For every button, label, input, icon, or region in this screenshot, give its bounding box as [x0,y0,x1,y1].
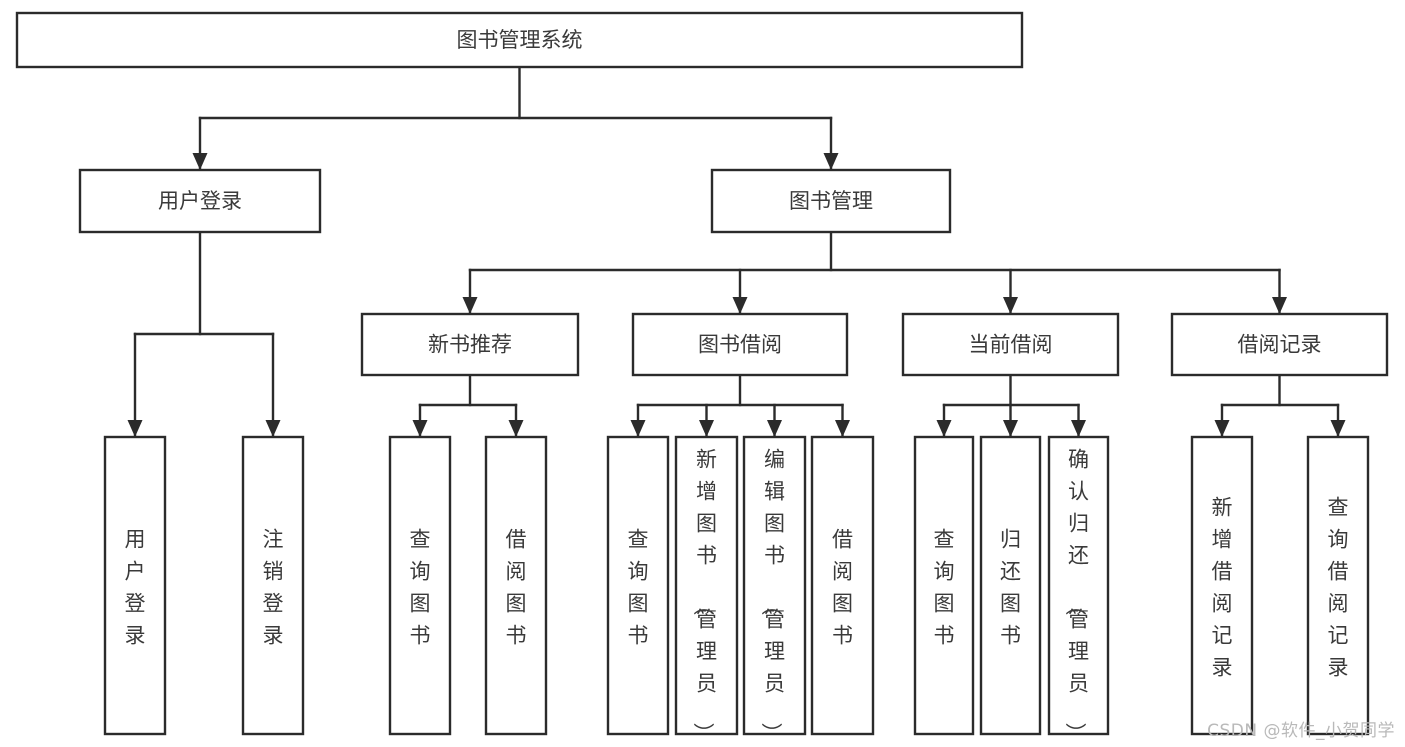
node-label: 借阅图书 [832,527,853,647]
node-box [78,168,322,234]
node-box [1190,435,1254,736]
node-box [810,435,875,736]
node-box [631,312,849,377]
node-label: 当前借阅 [969,333,1053,357]
node-leaf-cu-confirm[interactable]: 确认归还（管理员） [1047,435,1110,743]
node-label: 新增借阅记录 [1212,495,1233,679]
node-box [360,312,580,377]
node-l3-current[interactable]: 当前借阅 [901,312,1120,377]
node-label: 新书推荐 [428,333,512,357]
node-l3-new-book[interactable]: 新书推荐 [360,312,580,377]
node-box [1170,312,1389,377]
node-leaf-cu-return[interactable]: 归还图书 [979,435,1042,736]
edge-group-l3_borrow [630,373,850,438]
nodes-layer: 图书管理系统用户登录图书管理新书推荐图书借阅当前借阅借阅记录用户登录注销登录查询… [15,11,1389,743]
edge-group-root [192,65,839,171]
node-label: 用户登录 [125,527,146,647]
node-box [484,435,548,736]
node-box [388,435,452,736]
node-leaf-bo-query[interactable]: 查询图书 [606,435,670,736]
node-label: 查询图书 [410,527,431,647]
node-label: 图书借阅 [698,333,782,357]
node-l2-book-mgmt[interactable]: 图书管理 [710,168,952,234]
node-leaf-nb-borrow[interactable]: 借阅图书 [484,435,548,736]
node-label: 查询图书 [934,527,955,647]
node-box [710,168,952,234]
node-box [742,435,807,736]
node-box [241,435,305,736]
node-leaf-bo-add[interactable]: 新增图书（管理员） [674,435,739,743]
edges-layer [127,65,1346,438]
node-label: 确认归还（管理员） [1063,447,1089,743]
node-leaf-nb-query[interactable]: 查询图书 [388,435,452,736]
edge-group-l3_record [1214,373,1346,438]
node-leaf-re-add[interactable]: 新增借阅记录 [1190,435,1254,736]
edge-group-l2_book_mgmt [462,230,1287,315]
node-label: 新增图书（管理员） [691,447,717,743]
node-label: 注销登录 [263,527,284,647]
edge-group-l3_new_book [412,373,524,438]
node-label: 查询图书 [628,527,649,647]
node-box [901,312,1120,377]
node-leaf-bo-borrow[interactable]: 借阅图书 [810,435,875,736]
node-label: 归还图书 [1000,527,1021,647]
node-l2-user-login[interactable]: 用户登录 [78,168,322,234]
edge-group-l2_user_login [127,230,281,438]
node-label: 借阅图书 [506,527,527,647]
node-box [606,435,670,736]
node-root[interactable]: 图书管理系统 [15,11,1024,69]
node-l3-record[interactable]: 借阅记录 [1170,312,1389,377]
node-label: 图书管理 [789,189,873,213]
node-box [1047,435,1110,736]
node-box [103,435,167,736]
node-label: 用户登录 [158,189,242,213]
node-box [1306,435,1370,736]
node-label: 查询借阅记录 [1328,495,1349,679]
node-box [979,435,1042,736]
node-box [15,11,1024,69]
watermark-text: CSDN @软件_小贺同学 [1207,721,1395,741]
node-label: 图书管理系统 [457,28,583,52]
node-leaf-bo-edit[interactable]: 编辑图书（管理员） [742,435,807,743]
node-box [913,435,975,736]
edge-group-l3_current [936,373,1086,438]
node-label: 借阅记录 [1238,333,1322,357]
node-label: 编辑图书（管理员） [759,447,785,743]
node-box [674,435,739,736]
node-l3-borrow[interactable]: 图书借阅 [631,312,849,377]
node-leaf-cu-query[interactable]: 查询图书 [913,435,975,736]
node-leaf-user-login[interactable]: 用户登录 [103,435,167,736]
node-leaf-user-logout[interactable]: 注销登录 [241,435,305,736]
node-leaf-re-query[interactable]: 查询借阅记录 [1306,435,1370,736]
